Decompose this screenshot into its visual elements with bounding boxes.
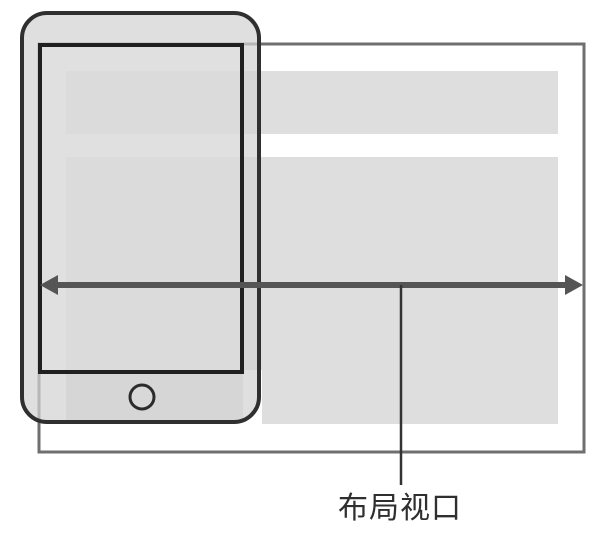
layout-viewport-label: 布局视口 [338,491,462,526]
phone-home-button [128,383,156,411]
page-lower-right-block [262,370,558,424]
viewport-width-arrow-right-head [565,275,583,295]
viewport-width-arrow-left-head [40,275,58,295]
phone-body [20,11,261,424]
phone-screen [38,43,244,374]
